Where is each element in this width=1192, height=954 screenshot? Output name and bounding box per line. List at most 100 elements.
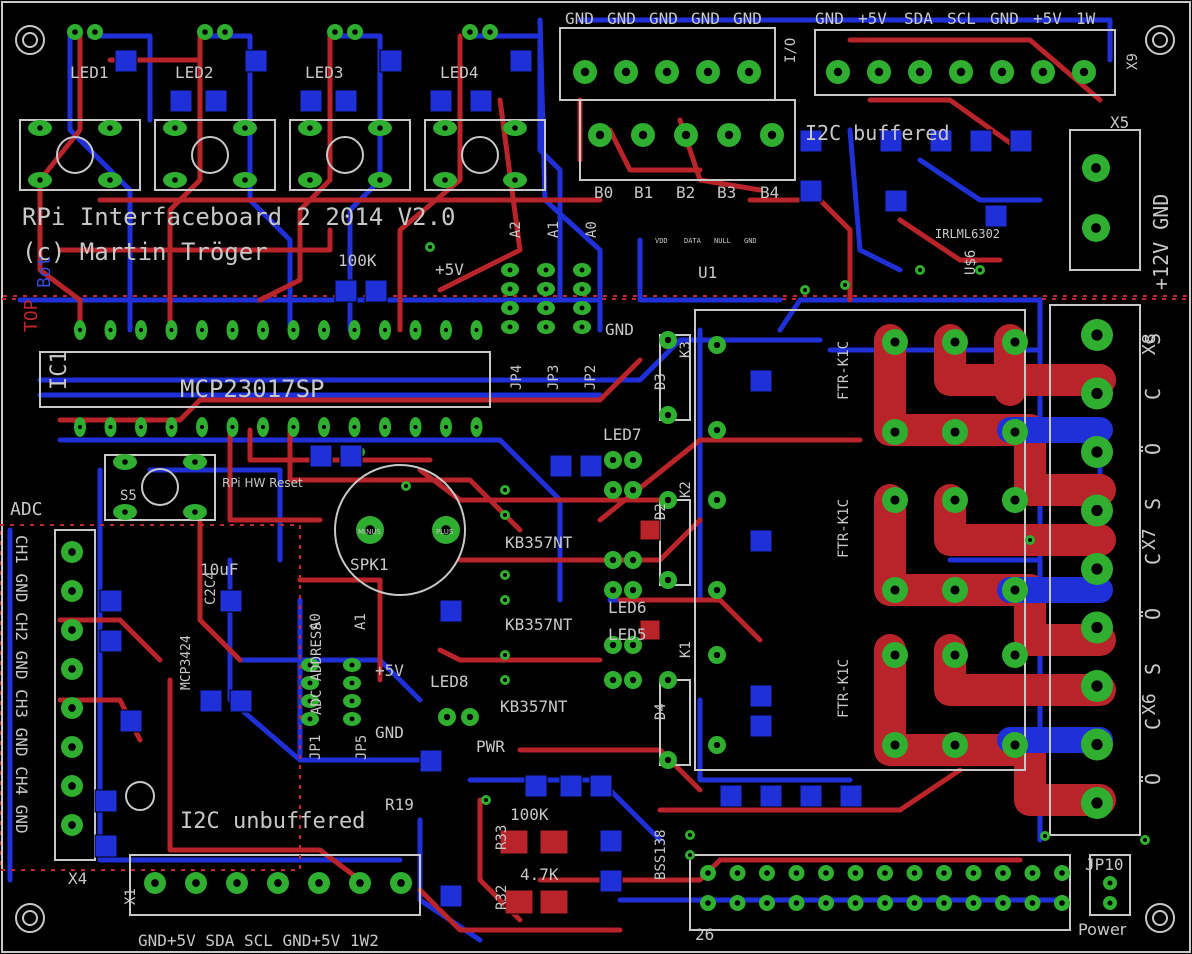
- relay3-part: FTR-K1C: [836, 341, 852, 400]
- pad: [163, 172, 187, 188]
- pad: [936, 865, 952, 881]
- pad: [226, 320, 239, 340]
- pad: [61, 658, 83, 680]
- adc-channels-label: CH1 GND CH2 GND CH3 GND CH4 GND: [12, 535, 31, 834]
- pad: [500, 675, 510, 685]
- gnd-top: GND: [605, 320, 634, 339]
- pad: [708, 736, 726, 754]
- led7-label: LED7: [603, 425, 642, 444]
- pad: [965, 865, 982, 881]
- led2-label: LED2: [175, 63, 214, 82]
- pad: [604, 451, 622, 469]
- pad: [826, 60, 850, 84]
- pad: [28, 172, 52, 188]
- r-47k-label: 4.7K: [520, 865, 559, 884]
- pad: [343, 658, 361, 672]
- pad: [257, 320, 269, 340]
- pad: [708, 491, 726, 509]
- pad: [1054, 895, 1070, 911]
- relay1-part: FTR-K1C: [836, 659, 852, 718]
- pad: [818, 895, 834, 911]
- board-title: RPi Interfaceboard 2 2014 V2.0: [22, 203, 455, 231]
- u1-pin-gnd: GND: [744, 237, 757, 245]
- pad: [87, 24, 103, 40]
- pad: [368, 172, 392, 188]
- pad: [409, 417, 422, 437]
- i2c-buffered-label: I2C buffered: [805, 121, 950, 145]
- pad: [343, 694, 361, 708]
- relay-terminal-letter: C: [1141, 553, 1165, 565]
- pad: [500, 650, 510, 660]
- plus5v-mid: +5V: [375, 661, 404, 680]
- pad: [1002, 732, 1028, 758]
- pad: [501, 282, 519, 296]
- pad: [1082, 214, 1110, 242]
- i2cb-1w: 1W: [1076, 9, 1096, 28]
- relay-terminal-letter: Ö: [1141, 443, 1165, 455]
- pad: [165, 417, 178, 437]
- u1-pin-null: NULL: [714, 237, 731, 245]
- pad: [1140, 835, 1150, 845]
- pad: [818, 865, 834, 881]
- pad: [347, 24, 363, 40]
- pad: [877, 895, 893, 911]
- x5-label: X5: [1110, 113, 1129, 132]
- pad: [614, 60, 638, 84]
- pad: [1002, 329, 1028, 355]
- pad: [708, 646, 726, 664]
- io-gnd-1: GND: [565, 9, 594, 28]
- pad: [659, 406, 677, 424]
- x4-label: X4: [68, 869, 87, 888]
- power-label: Power: [1078, 920, 1127, 939]
- relay-terminal-letter: S: [1141, 498, 1165, 510]
- pad: [327, 24, 343, 40]
- pad: [659, 491, 677, 509]
- jp5-label: JP5: [354, 735, 370, 760]
- pad: [906, 865, 923, 881]
- top-smd-pads: [499, 519, 661, 915]
- x1-pins-label: GND+5V SDA SCL GND+5V 1W2: [138, 931, 379, 950]
- pad: [217, 24, 233, 40]
- pad: [1081, 377, 1113, 410]
- pad: [343, 712, 361, 726]
- pad: [433, 172, 457, 188]
- pad: [708, 421, 726, 439]
- pad: [624, 481, 642, 499]
- pads: [28, 24, 1150, 911]
- i2cb-scl: SCL: [947, 9, 976, 28]
- pad: [1025, 535, 1035, 545]
- pad: [500, 570, 510, 580]
- pad: [425, 242, 435, 252]
- pad: [1103, 876, 1117, 890]
- spk-label: SPK1: [350, 555, 389, 574]
- spk-minus: MINUS: [358, 528, 381, 536]
- pad: [257, 417, 269, 437]
- pad: [942, 419, 968, 445]
- jp10-label: JP10: [1085, 855, 1124, 874]
- pad: [301, 712, 319, 726]
- pad: [233, 120, 257, 136]
- r-100k-label: 100K: [338, 251, 377, 270]
- pad: [61, 580, 83, 602]
- pad: [500, 485, 510, 495]
- pad: [624, 636, 642, 654]
- addr-a0-top: A0: [584, 221, 600, 238]
- pad: [942, 642, 968, 668]
- led3-label: LED3: [305, 63, 344, 82]
- pad: [61, 775, 83, 797]
- i2cb-gnd2: GND: [990, 9, 1019, 28]
- pad: [573, 263, 591, 277]
- pad: [67, 24, 83, 40]
- pad: [1082, 154, 1110, 182]
- io-gnd-3: GND: [649, 9, 678, 28]
- pad: [226, 417, 239, 437]
- pad: [588, 123, 612, 147]
- pad: [301, 676, 319, 690]
- relay-terminal-letter: C: [1141, 718, 1165, 730]
- x8-label: X8: [1139, 333, 1160, 355]
- pad: [942, 577, 968, 603]
- pad: [1081, 494, 1113, 527]
- pad: [604, 671, 622, 689]
